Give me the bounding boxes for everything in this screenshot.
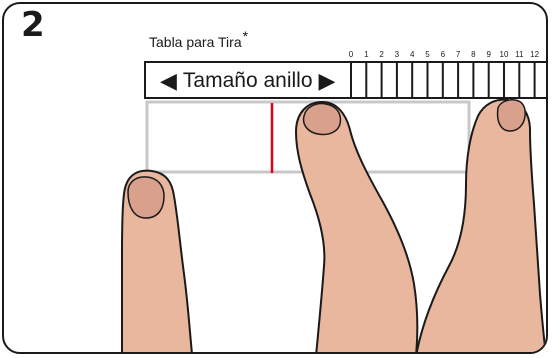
ruler-tick-label: 7: [456, 50, 461, 59]
ruler-tick-label: 6: [441, 50, 446, 59]
right-thumb: [415, 98, 546, 352]
arrow-right-icon: ▶︎: [318, 68, 336, 93]
ruler-tick-label: 11: [515, 50, 524, 59]
ruler-tick-label: 4: [410, 50, 415, 59]
step-number: 2: [21, 5, 45, 45]
ruler-tick-label: 12: [530, 50, 539, 59]
title-asterisk: *: [242, 28, 249, 44]
ruler-tick-label: 3: [395, 50, 400, 59]
title: Tabla para Tira*: [149, 28, 248, 50]
index-finger: [294, 100, 419, 352]
ruler-tick-label: 5: [425, 50, 430, 59]
ruler-tick-label: 8: [471, 50, 476, 59]
ruler-size-label-text: Tamaño anillo: [182, 69, 313, 92]
left-thumb-nail: [127, 176, 165, 219]
index-finger-nail: [302, 102, 342, 136]
ruler-size-label: ◀︎ Tamaño anillo ▶︎: [160, 66, 335, 96]
ruler-tick-label: 2: [379, 50, 384, 59]
index-finger-shape: [294, 100, 419, 352]
ruler-tick-label: 10: [500, 50, 509, 59]
right-thumb-nail: [496, 99, 526, 132]
ruler-body: [144, 61, 546, 99]
ruler-tick-label: 0: [349, 50, 354, 59]
left-thumb: [121, 169, 193, 352]
ruler-ticks: [350, 62, 536, 98]
title-text: Tabla para Tira: [149, 34, 242, 50]
ruler-tick-label: 9: [486, 50, 491, 59]
ruler-tick-label: 1: [364, 50, 369, 59]
arrow-left-icon: ◀︎: [160, 68, 177, 93]
